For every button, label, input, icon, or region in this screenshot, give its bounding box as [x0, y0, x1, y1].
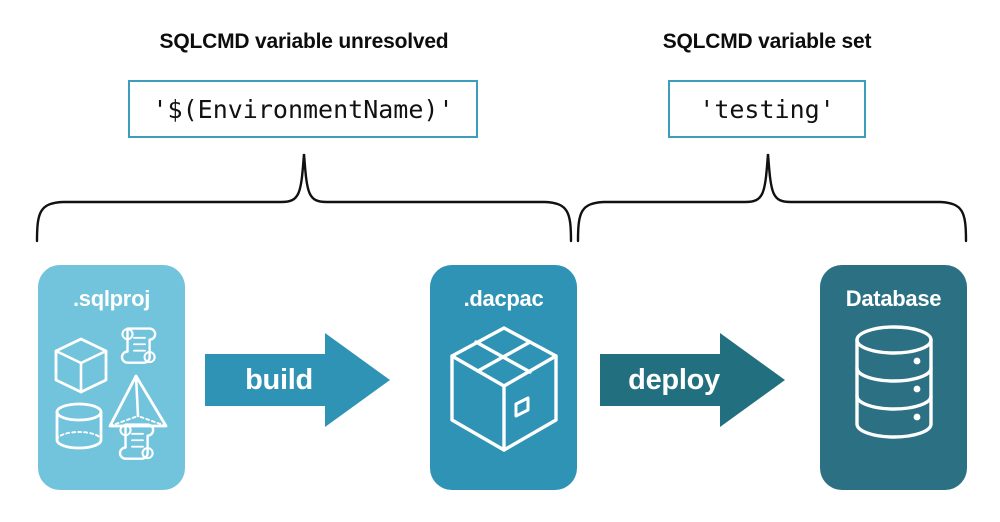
sqlproj-icon-cluster — [38, 320, 185, 470]
artifact-card-database[interactable]: Database — [820, 265, 967, 490]
package-box-icon — [449, 326, 558, 452]
pyramid-wireframe-icon — [108, 374, 167, 428]
database-cylinder-icon — [854, 325, 933, 439]
group-heading-deploy-stage: SQLCMD variable set — [662, 30, 872, 53]
scroll-icon — [118, 423, 154, 460]
artifact-card-dacpac[interactable]: .dacpac — [430, 265, 577, 490]
group-heading-build-stage: SQLCMD variable unresolved — [159, 30, 449, 53]
value-box-environment-name: '$(EnvironmentName)' — [128, 80, 478, 138]
sqlproj-objects-illustration — [54, 327, 167, 460]
artifact-card-label-sqlproj: .sqlproj — [72, 286, 151, 311]
artifact-card-sqlproj[interactable]: .sqlproj — [38, 265, 185, 490]
cube-wireframe-icon — [54, 337, 107, 394]
database-indicator-dots — [913, 357, 920, 421]
arrow-deploy: deploy — [600, 330, 785, 430]
value-text-testing: 'testing' — [699, 94, 835, 124]
cylinder-wireframe-icon — [55, 402, 102, 450]
artifact-card-label-database: Database — [845, 286, 942, 311]
scroll-icon — [120, 327, 156, 364]
curly-brace-build-stage — [35, 153, 573, 243]
dacpac-icon-wrap — [430, 320, 577, 460]
arrow-build: build — [205, 330, 390, 430]
curly-brace-deploy-stage — [576, 153, 968, 243]
artifact-card-label-dacpac: .dacpac — [463, 286, 544, 311]
value-text-environment-name: '$(EnvironmentName)' — [152, 94, 454, 124]
value-box-testing: 'testing' — [668, 80, 866, 138]
arrow-shape-deploy — [600, 333, 785, 427]
database-icon-wrap — [820, 320, 967, 450]
arrow-shape-build — [205, 333, 390, 427]
